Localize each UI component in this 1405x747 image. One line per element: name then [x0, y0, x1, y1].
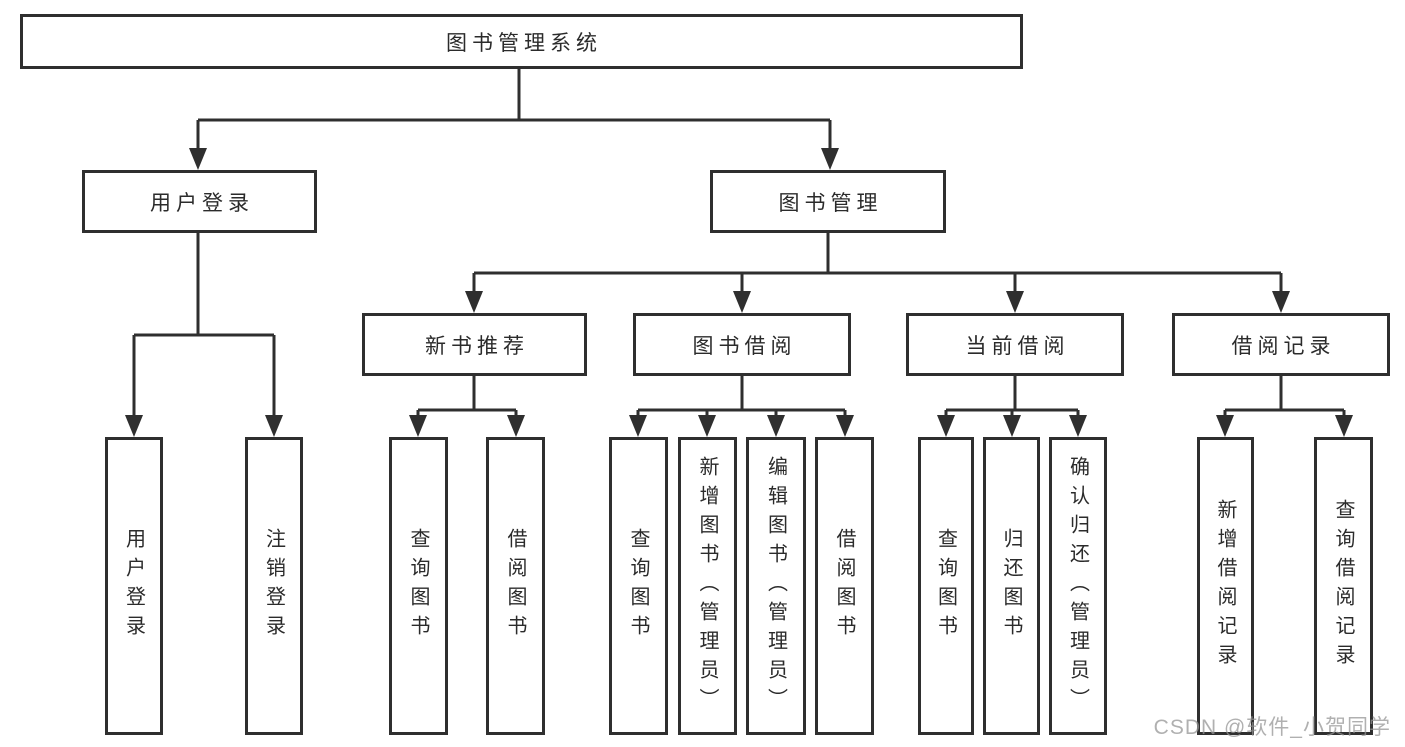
node-label: 图书借阅: [692, 334, 797, 358]
node-current-query-books: 查询图书: [918, 437, 974, 735]
node-library-system: 图书管理系统: [20, 14, 1023, 69]
node-label: 图书管理: [778, 191, 883, 215]
node-label: 用户登录: [150, 191, 254, 215]
node-borrow-borrow-books: 借阅图书: [815, 437, 874, 735]
node-label: 借阅记录: [1231, 334, 1336, 358]
node-records-add-record: 新增借阅记录: [1197, 437, 1254, 735]
node-records-query-record: 查询借阅记录: [1314, 437, 1373, 735]
node-label: 借阅图书: [504, 528, 526, 644]
node-user-login: 用户登录: [82, 170, 317, 233]
node-current-borrow: 当前借阅: [906, 313, 1124, 376]
node-book-management: 图书管理: [710, 170, 946, 233]
node-label: 查询图书: [627, 528, 649, 644]
node-label: 编辑图书（管理员）: [764, 455, 787, 717]
node-label: 注销登录: [262, 528, 285, 644]
node-borrow-query-books: 查询图书: [609, 437, 668, 735]
node-current-confirm-return-admin: 确认归还（管理员）: [1049, 437, 1107, 735]
node-label: 用户登录: [122, 528, 145, 644]
node-current-return-books: 归还图书: [983, 437, 1040, 735]
node-recommend-query-books: 查询图书: [389, 437, 448, 735]
arrowheads: [125, 148, 1353, 437]
node-label: 查询借阅记录: [1332, 499, 1354, 673]
node-borrow-add-books-admin: 新增图书（管理员）: [678, 437, 737, 735]
node-label: 新增借阅记录: [1214, 499, 1236, 673]
node-label: 借阅图书: [833, 528, 855, 644]
node-borrow-records: 借阅记录: [1172, 313, 1390, 376]
node-label: 确认归还（管理员）: [1066, 455, 1089, 717]
node-label: 查询图书: [934, 528, 957, 644]
watermark: CSDN @软件_小贺同学: [1153, 716, 1391, 739]
node-label: 归还图书: [1000, 528, 1022, 644]
node-logout: 注销登录: [245, 437, 303, 735]
node-book-borrow: 图书借阅: [633, 313, 851, 376]
node-borrow-edit-books-admin: 编辑图书（管理员）: [746, 437, 806, 735]
node-label: 当前借阅: [965, 334, 1070, 358]
node-recommend-borrow-books: 借阅图书: [486, 437, 545, 735]
node-label: 图书管理系统: [446, 31, 602, 55]
node-new-book-recommend: 新书推荐: [362, 313, 587, 376]
node-user-login-leaf: 用户登录: [105, 437, 163, 735]
node-label: 新增图书（管理员）: [696, 455, 718, 717]
node-label: 查询图书: [407, 528, 429, 644]
node-label: 新书推荐: [425, 334, 529, 358]
